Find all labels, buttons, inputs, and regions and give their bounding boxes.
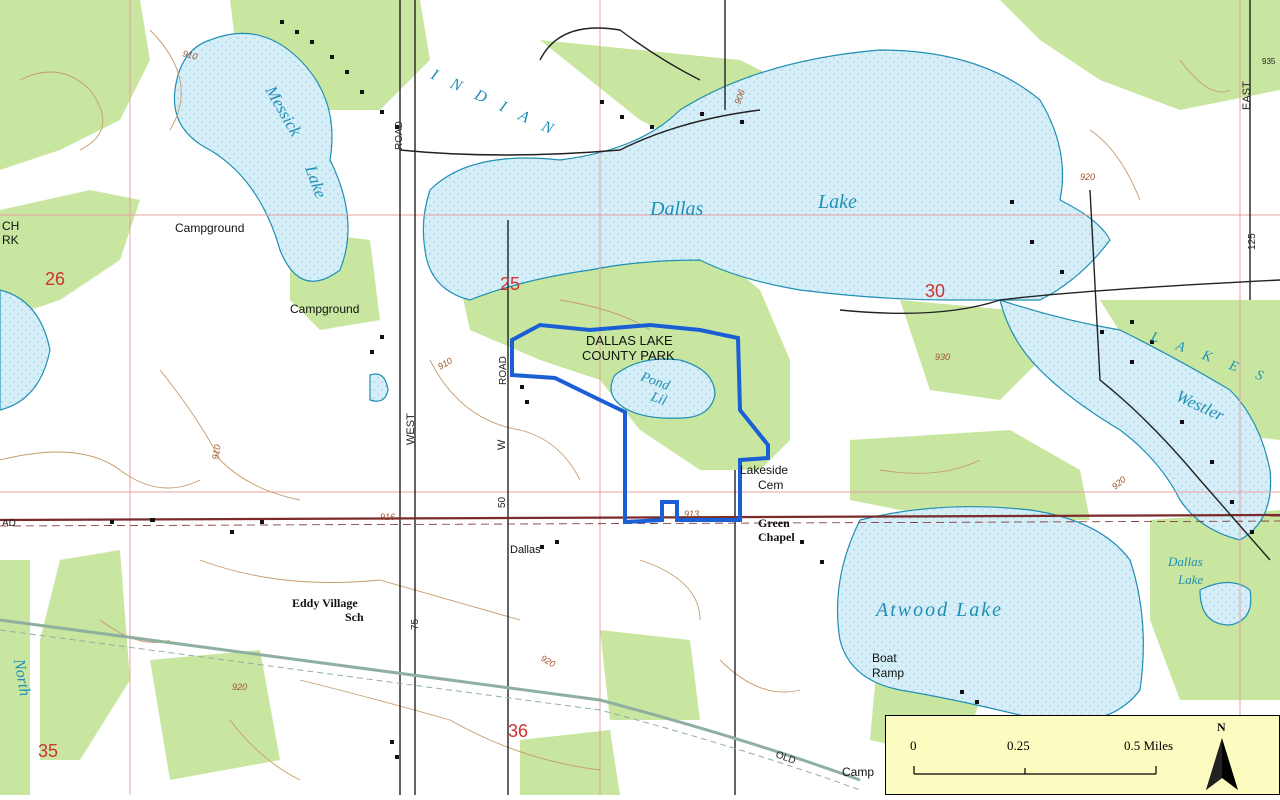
north-label: North <box>10 657 33 698</box>
eddy-village-label-1: Eddy Village <box>292 596 358 610</box>
north-arrow-label: N <box>1217 720 1226 734</box>
messick-lake <box>173 32 349 282</box>
small-pond-1 <box>369 373 389 402</box>
boat-ramp-label-1: Boat <box>872 651 897 665</box>
contour-label: 910 <box>181 48 198 62</box>
west-creek <box>0 289 51 411</box>
w-label: W <box>496 439 508 450</box>
contour-label: 906 <box>732 88 747 106</box>
scale-bar-box: 0 0.25 0.5 Miles N <box>885 715 1280 795</box>
scale-tick-05: 0.5 Miles <box>1124 738 1174 753</box>
contour-label: 913 <box>684 509 699 519</box>
section-30: 30 <box>925 281 945 301</box>
camp-label: Camp <box>842 765 874 779</box>
scale-bar <box>913 766 1157 775</box>
section-25: 25 <box>500 274 520 294</box>
atwood-lake-label: Atwood Lake <box>874 599 1003 621</box>
road-125-label: 125 <box>1247 233 1258 250</box>
water-bodies <box>0 32 1272 723</box>
campground-label-1: Campground <box>175 221 244 235</box>
green-chapel-label-1: Green <box>758 516 790 530</box>
buildings <box>110 20 1254 759</box>
contour-label: 920 <box>1080 172 1095 182</box>
contour-label: 910 <box>210 444 222 461</box>
boat-ramp-label-2: Ramp <box>872 666 904 680</box>
section-36: 36 <box>508 721 528 741</box>
west-label: WEST <box>405 413 417 445</box>
pond-lil <box>610 358 716 419</box>
scale-tick-0: 0 <box>910 738 917 753</box>
north-arrow-icon <box>1206 738 1238 790</box>
dallas-small-label-2: Lake <box>1177 572 1204 587</box>
lakeside-label-1: Lakeside <box>740 463 788 477</box>
dallas-lake <box>422 49 1111 301</box>
dallas-lake-label-1: Dallas <box>649 198 704 220</box>
park-label-1: DALLAS LAKE <box>586 333 673 348</box>
contour-lines <box>0 29 1231 781</box>
dallas-small-lake <box>1199 581 1252 626</box>
seventyfive-label: 75 <box>410 618 421 630</box>
ch-label: CH <box>2 219 19 233</box>
ad-label: AD <box>2 518 16 529</box>
green-chapel-label-2: Chapel <box>758 530 795 544</box>
park-boundary <box>510 322 770 525</box>
campground-label-2: Campground <box>290 302 359 316</box>
lakeside-label-2: Cem <box>758 478 783 492</box>
atwood-lake <box>836 506 1144 723</box>
dallas-small-label-1: Dallas <box>1167 554 1203 569</box>
westler-lake <box>999 299 1272 541</box>
dallas-town-label: Dallas <box>510 544 541 556</box>
east-label: EAST <box>1241 81 1253 110</box>
contour-label: 916 <box>380 512 395 522</box>
contour-label: 920 <box>232 682 247 692</box>
section-35: 35 <box>38 741 58 761</box>
contour-label: 930 <box>935 352 950 362</box>
eddy-village-label-2: Sch <box>345 610 364 624</box>
scale-tick-025: 0.25 <box>1007 738 1030 753</box>
fifty-label: 50 <box>497 496 508 508</box>
rk-label: RK <box>2 233 19 247</box>
park-label-2: COUNTY PARK <box>582 348 675 363</box>
road-935-label: 935 <box>1262 57 1276 66</box>
section-26: 26 <box>45 269 65 289</box>
dallas-lake-label-2: Lake <box>817 191 857 213</box>
pond-label-2: Lil <box>648 389 669 409</box>
road-label-2: ROAD <box>498 356 509 385</box>
road-label-1: ROAD <box>394 121 405 150</box>
